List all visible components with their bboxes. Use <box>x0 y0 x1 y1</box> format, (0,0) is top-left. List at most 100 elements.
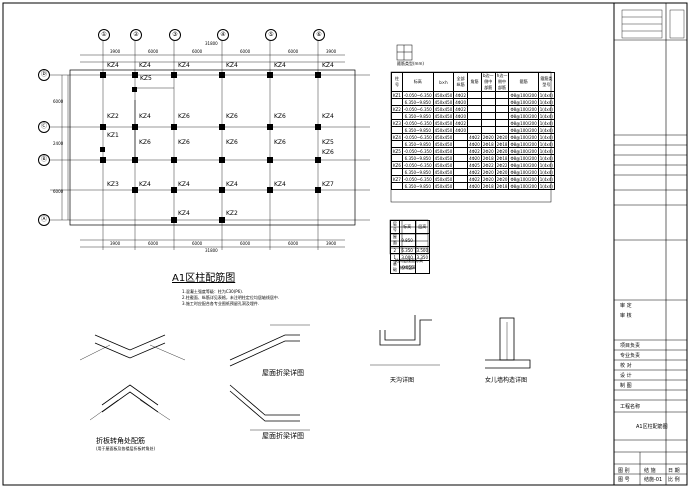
schedule-cell: 2Φ18 <box>480 140 496 148</box>
schedule-cell: Φ8@100/200 <box>508 98 539 106</box>
tag-kz7-1: KZ7 <box>322 181 334 188</box>
schedule-header-cell: 标高 <box>401 72 434 92</box>
schedule-cell: -0.050~6.350 <box>401 175 434 183</box>
schedule-cell: -0.050~6.350 <box>401 133 434 141</box>
levels-cell <box>414 260 431 274</box>
schedule-header-cell: 箍筋类型号 <box>537 72 555 92</box>
schedule-cell: 2Φ20 <box>480 147 496 155</box>
dim-bottom-1: 3900 <box>110 241 121 246</box>
dim-top-total: 31800 <box>205 41 218 46</box>
levels-cell: 9.850 <box>398 233 416 247</box>
axis-bubble-c: Ⓒ <box>38 121 50 133</box>
schedule-cell <box>480 119 496 127</box>
schedule-cell: Φ8@100/200 <box>508 175 539 183</box>
schedule-cell: Φ8@100/200 <box>508 112 539 120</box>
schedule-cell <box>494 98 510 106</box>
tag-kz4-13: KZ4 <box>178 210 190 217</box>
tag-kz4-3: KZ4 <box>178 62 190 69</box>
schedule-cell: 2Φ22 <box>480 161 496 169</box>
dim-top-4: 6000 <box>240 49 251 54</box>
schedule-cell: 450x450 <box>432 175 455 183</box>
tag-kz4-9: KZ4 <box>139 181 151 188</box>
schedule-cell: 6.350~9.850 <box>401 182 434 190</box>
schedule-cell <box>494 91 510 99</box>
fold-beam-detail-1 <box>229 324 310 367</box>
schedule-cell: Φ8@100/200 <box>508 168 539 176</box>
tb-bottom-2: 结 施 <box>644 468 656 474</box>
schedule-cell: KZ3 <box>391 119 403 127</box>
schedule-cell: -0.050~6.350 <box>401 119 434 127</box>
tag-kz6-1: KZ6 <box>178 113 190 120</box>
tag-kz6-5: KZ6 <box>226 139 238 146</box>
schedule-header-cell: 箍筋 <box>508 72 539 92</box>
plan-title: A1区柱配筋图 <box>172 273 236 284</box>
schedule-cell: 450x450 <box>432 140 455 148</box>
schedule-cell: 4Φ25 <box>467 161 482 169</box>
dim-top-1: 3900 <box>110 49 121 54</box>
schedule-cell: 450x450 <box>432 161 455 169</box>
dim-top-2: 6000 <box>148 49 159 54</box>
schedule-cell: KZ1 <box>391 91 403 99</box>
schedule-cell <box>453 182 469 190</box>
levels-caption-1: 结构层楼面标高 <box>395 258 423 263</box>
schedule-cell: 1(4x4) <box>537 91 555 99</box>
schedule-cell: 4Φ22 <box>467 168 482 176</box>
schedule-cell: Φ8@100/200 <box>508 105 539 113</box>
schedule-cell <box>494 119 510 127</box>
schedule-cell <box>467 112 482 120</box>
schedule-cell <box>453 147 469 155</box>
tb-bottom-6: 比 例 <box>668 477 680 483</box>
schedule-cell: 1(4x4) <box>537 126 555 134</box>
schedule-cell: 450x450 <box>432 182 455 190</box>
fold-beam-detail-2 <box>229 384 310 431</box>
schedule-cell: 1(4x4) <box>537 140 555 148</box>
schedule-cell <box>453 154 469 162</box>
schedule-cell: KZ2 <box>391 105 403 113</box>
tb-drawing-name: A1区柱配筋图 <box>636 424 668 430</box>
schedule-cell <box>391 182 403 190</box>
schedule-cell: 450x450 <box>432 133 455 141</box>
axis-bubble-b: Ⓑ <box>38 154 50 166</box>
tb-role-2: 审 核 <box>620 313 632 319</box>
schedule-cell: KZ5 <box>391 147 403 155</box>
schedule-header-cell: h边一侧中部筋 <box>494 72 510 92</box>
schedule-cell: 1(4x4) <box>537 112 555 120</box>
schedule-cell: -0.050~6.350 <box>401 105 434 113</box>
schedule-cell: Φ8@100/200 <box>508 147 539 155</box>
schedule-cell: 2Φ20 <box>480 133 496 141</box>
schedule-cell: 4Φ22 <box>453 105 469 113</box>
schedule-cell <box>453 175 469 183</box>
axis-bubble-3: ③ <box>169 29 181 41</box>
tag-kz2-1: KZ2 <box>107 113 119 120</box>
dim-bottom-3: 6000 <box>192 241 203 246</box>
schedule-cell <box>467 119 482 127</box>
schedule-cell: 1(4x4) <box>537 154 555 162</box>
schedule-cell: 4Φ22 <box>467 175 482 183</box>
schedule-cell <box>391 98 403 106</box>
schedule-cell: 450x450 <box>432 168 455 176</box>
schedule-header-cell: 角筋 <box>467 72 482 92</box>
levels-caption-2: 结构层高 <box>400 265 416 270</box>
schedule-cell: 2Φ18 <box>480 182 496 190</box>
schedule-cell: 4Φ22 <box>467 133 482 141</box>
levels-cell <box>414 233 431 247</box>
schedule-cell: KZ6 <box>391 161 403 169</box>
parapet-detail <box>485 317 531 369</box>
schedule-cell <box>453 168 469 176</box>
levels-cell: 3.500 <box>414 246 431 254</box>
tb-bottom-3: 图 号 <box>618 477 630 483</box>
schedule-cell: Φ8@100/200 <box>508 91 539 99</box>
schedule-cell: 2Φ20 <box>480 168 496 176</box>
tb-role-4: 专业负责 <box>620 353 641 359</box>
schedule-cell: 6.350~9.850 <box>401 168 434 176</box>
tag-kz4-2: KZ4 <box>139 62 151 69</box>
tag-kz6-3: KZ6 <box>274 113 286 120</box>
